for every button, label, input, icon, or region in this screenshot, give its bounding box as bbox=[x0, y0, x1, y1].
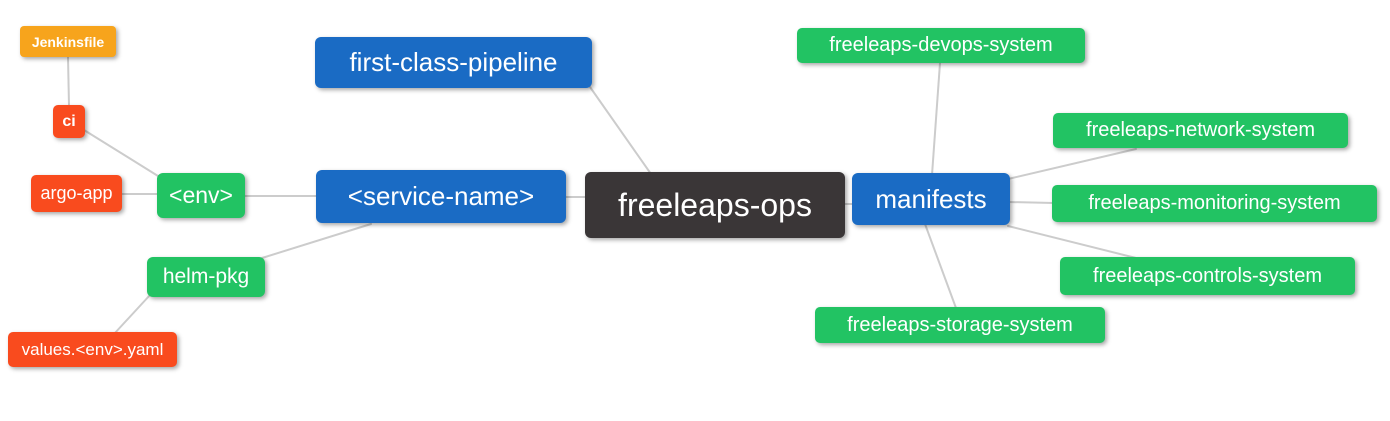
node-helm-pkg[interactable]: helm-pkg bbox=[147, 257, 265, 297]
node-first-class-pipeline[interactable]: first-class-pipeline bbox=[315, 37, 592, 88]
node-service-name[interactable]: <service-name> bbox=[316, 170, 566, 223]
edge-ci-env bbox=[83, 129, 159, 177]
node-freeleaps-network-system[interactable]: freeleaps-network-system bbox=[1053, 113, 1348, 148]
edge-helm-pkg-values bbox=[113, 294, 151, 335]
edge-manifests-devops bbox=[931, 62, 941, 176]
node-freeleaps-monitoring-system[interactable]: freeleaps-monitoring-system bbox=[1052, 185, 1377, 222]
node-values-env-yaml[interactable]: values.<env>.yaml bbox=[8, 332, 177, 367]
edge-manifests-controls bbox=[1007, 225, 1137, 259]
node-jenkinsfile[interactable]: Jenkinsfile bbox=[20, 26, 116, 57]
node-freeleaps-controls-system[interactable]: freeleaps-controls-system bbox=[1060, 257, 1355, 295]
node-argo-app[interactable]: argo-app bbox=[31, 175, 122, 212]
node-ci[interactable]: ci bbox=[53, 105, 85, 138]
edge-manifests-monitoring bbox=[1007, 201, 1055, 204]
node-manifests[interactable]: manifests bbox=[852, 173, 1010, 225]
node-freeleaps-devops-system[interactable]: freeleaps-devops-system bbox=[797, 28, 1085, 63]
edge-manifests-network bbox=[1007, 148, 1137, 180]
edge-manifests-storage bbox=[924, 223, 957, 309]
edge-jenkinsfile-ci bbox=[67, 56, 70, 107]
node-freeleaps-storage-system[interactable]: freeleaps-storage-system bbox=[815, 307, 1105, 343]
edge-first-class-pipeline-ops bbox=[589, 86, 652, 175]
node-env[interactable]: <env> bbox=[157, 173, 245, 218]
node-freeleaps-ops-root[interactable]: freeleaps-ops bbox=[585, 172, 845, 238]
edge-service-name-helm-pkg bbox=[261, 223, 372, 259]
